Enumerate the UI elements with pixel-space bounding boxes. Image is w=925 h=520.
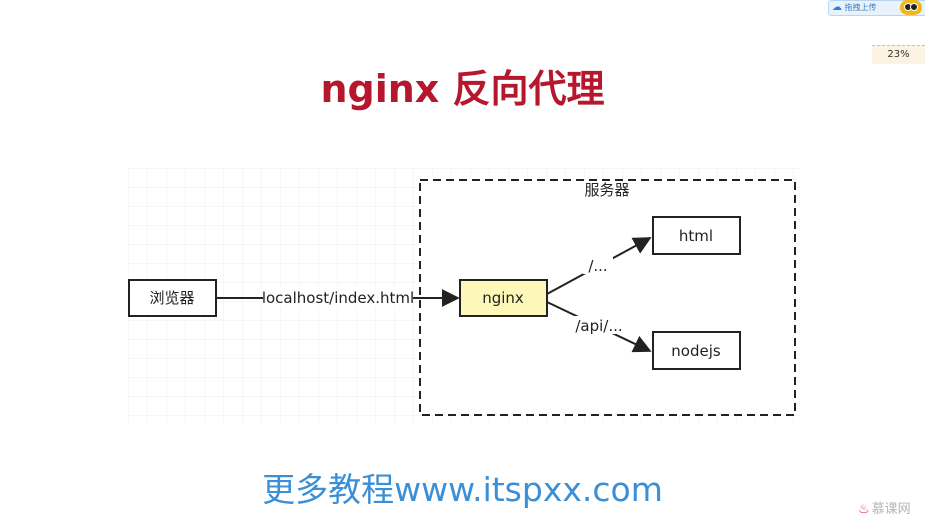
footer-link-text: 更多教程www.itspxx.com [262,470,663,509]
edge-label-browser-to-nginx: localhost/index.html [262,289,414,307]
slide-title: nginx 反向代理 [320,67,605,111]
html-node-label: html [679,227,713,245]
browser-node-label: 浏览器 [149,289,194,307]
owl-mascot-icon [900,0,922,15]
nginx-node-label: nginx [482,289,524,307]
upload-widget[interactable]: ☁ 拖拽上传 [828,0,925,16]
cloud-icon: ☁ [832,2,842,13]
brand-watermark: ♨慕课网 [858,498,911,517]
brand-label: 慕课网 [871,502,911,517]
edge-label-bg [263,287,413,307]
progress-indicator: 23% [872,45,925,64]
server-group-label: 服务器 [584,181,629,199]
nodejs-node-label: nodejs [671,342,721,360]
edge-label-nginx-to-html: /... [588,257,607,275]
edge-label-bg [583,256,613,274]
flame-logo-icon: ♨ [858,502,870,517]
edge-label-nginx-to-nodejs: /api/... [575,317,622,335]
upload-label: 拖拽上传 [844,3,877,12]
browser-node [128,279,217,317]
edge-label-bg [571,316,627,334]
html-node [652,216,741,255]
nginx-node [459,279,548,317]
nodejs-node [652,331,741,370]
